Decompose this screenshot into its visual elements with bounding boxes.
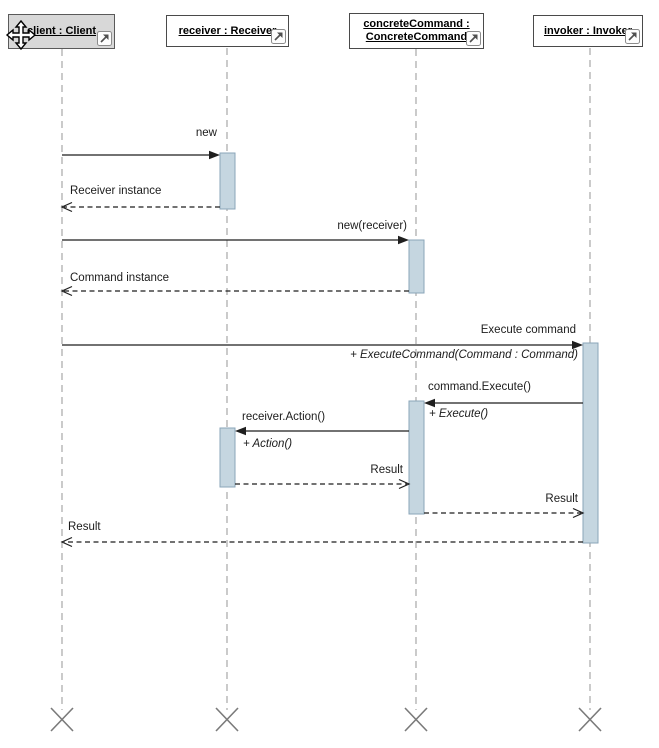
lifeline-head-concretecommand[interactable]: concreteCommand : ConcreteCommand [349, 13, 484, 49]
activation-receiver-2[interactable] [219, 427, 236, 488]
activation-receiver-1[interactable] [219, 152, 236, 210]
message-label-new[interactable]: new [195, 127, 217, 139]
message-arrow-result-3[interactable] [60, 536, 583, 548]
activation-invoker[interactable] [582, 342, 599, 544]
message-arrow-execute-command[interactable] [62, 340, 583, 350]
message-arrow-new[interactable] [62, 150, 220, 160]
expand-icon[interactable] [97, 31, 112, 46]
message-operation-execute-command[interactable]: + ExecuteCommand(Command : Command) [350, 349, 578, 361]
lifeline-head-invoker[interactable]: invoker : Invoker [533, 15, 643, 47]
message-arrow-command-instance[interactable] [60, 285, 409, 297]
message-label-result-2[interactable]: Result [545, 493, 578, 505]
destruction-mark-receiver[interactable] [215, 707, 239, 732]
activation-concretecommand-1[interactable] [408, 239, 425, 294]
expand-icon[interactable] [271, 29, 286, 44]
destruction-mark-client[interactable] [50, 707, 74, 732]
message-label-command-execute[interactable]: command.Execute() [428, 381, 531, 393]
message-label-receiver-action[interactable]: receiver.Action() [242, 411, 326, 423]
lifeline-head-receiver-label: receiver : Receiver [178, 24, 277, 37]
message-label-result-1[interactable]: Result [370, 464, 403, 476]
message-arrow-new-receiver[interactable] [62, 235, 409, 245]
lifeline-head-concretecommand-label: concreteCommand : ConcreteCommand [363, 18, 470, 43]
message-label-new-receiver[interactable]: new(receiver) [337, 220, 407, 232]
lifeline-head-invoker-label: invoker : Invoker [543, 24, 633, 37]
message-label-result-3[interactable]: Result [68, 521, 101, 533]
message-arrow-receiver-instance[interactable] [60, 201, 220, 213]
destruction-mark-concretecommand[interactable] [404, 707, 428, 732]
lifeline-head-receiver[interactable]: receiver : Receiver [166, 15, 289, 47]
expand-icon[interactable] [625, 29, 640, 44]
expand-icon[interactable] [466, 31, 481, 46]
message-arrow-result-2[interactable] [424, 507, 585, 519]
message-operation-command-execute[interactable]: + Execute() [429, 408, 489, 420]
message-label-receiver-instance[interactable]: Receiver instance [70, 185, 162, 197]
message-arrow-receiver-action[interactable] [235, 426, 409, 436]
activation-concretecommand-2[interactable] [408, 400, 425, 515]
message-operation-receiver-action[interactable]: + Action() [243, 438, 293, 450]
message-label-execute-command[interactable]: Execute command [480, 324, 576, 336]
message-label-command-instance[interactable]: Command instance [70, 272, 170, 284]
lifeline-head-client[interactable]: client : Client [8, 14, 115, 49]
destruction-mark-invoker[interactable] [578, 707, 602, 732]
message-arrow-command-execute[interactable] [424, 398, 583, 408]
lifeline-head-client-label: client : Client [26, 25, 97, 38]
message-arrow-result-1[interactable] [235, 478, 411, 490]
